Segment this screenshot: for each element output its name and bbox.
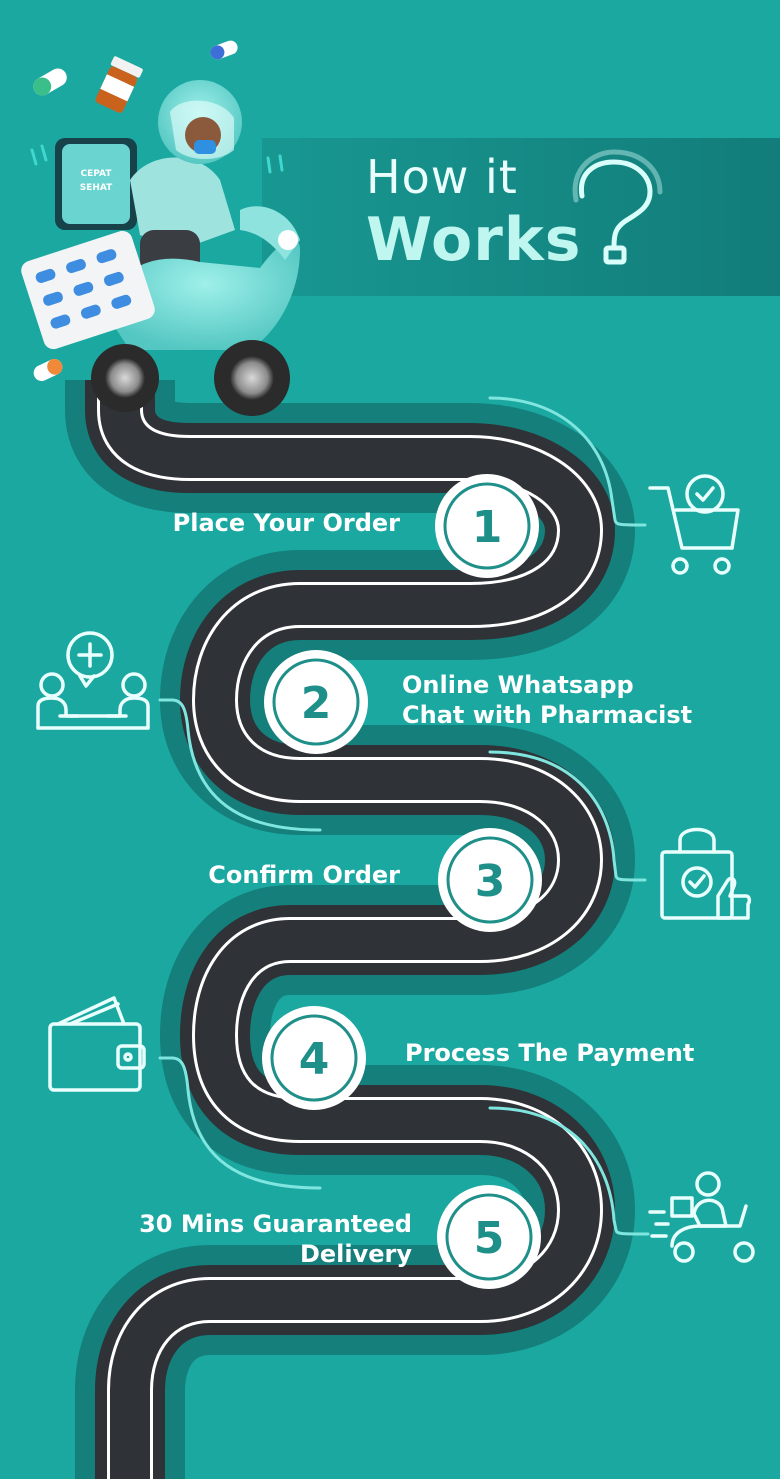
- title-line-2: Works: [366, 205, 582, 275]
- step-label-5: 30 Mins Guaranteed Delivery: [139, 1209, 412, 1269]
- step-badge-2: 2: [264, 650, 368, 754]
- step-label-3-line-1: Confirm Order: [208, 861, 400, 889]
- brand-text-1: CEPAT: [81, 169, 113, 179]
- step-badge-1: 1: [435, 474, 539, 578]
- step-number-4: 4: [299, 1034, 330, 1085]
- courier-scooter-illustration: CEPAT SEHAT: [21, 80, 300, 416]
- step-label-5-line-2: Delivery: [299, 1240, 412, 1268]
- connector-lines: [158, 396, 650, 1236]
- step-label-2-line-2: Chat with Pharmacist: [402, 701, 693, 729]
- wallet-icon: [48, 996, 146, 1092]
- step-label-4-line-1: Process The Payment: [405, 1039, 695, 1067]
- step-badge-3: 3: [438, 828, 542, 932]
- step-label-5-line-1: 30 Mins Guaranteed: [139, 1210, 412, 1238]
- brand-text-2: SEHAT: [80, 183, 113, 193]
- step-label-2: Online Whatsapp Chat with Pharmacist: [402, 670, 692, 730]
- step-number-5: 5: [474, 1213, 505, 1264]
- step-number-2: 2: [301, 678, 332, 729]
- title-banner: [262, 138, 780, 296]
- question-mark-icon: [572, 149, 663, 265]
- step-label-1: Place Your Order: [173, 508, 400, 538]
- step-label-4: Process The Payment: [405, 1038, 694, 1068]
- consultation-icon: [36, 631, 150, 730]
- step-badge-4: 4: [262, 1006, 366, 1110]
- capsule-icon: [33, 40, 238, 381]
- title-line-1: How it: [366, 150, 518, 204]
- step-label-1-line-1: Place Your Order: [172, 509, 400, 537]
- step-number-1: 1: [472, 502, 503, 553]
- cart-check-icon: [648, 474, 740, 575]
- pill-bottle-icon: [95, 56, 143, 113]
- road-inner: [100, 380, 600, 1479]
- delivery-scooter-icon: [648, 1171, 755, 1263]
- step-badge-5: 5: [437, 1185, 541, 1289]
- step-label-3: Confirm Order: [208, 860, 400, 890]
- step-number-3: 3: [475, 856, 506, 907]
- step-label-2-line-1: Online Whatsapp: [402, 671, 634, 699]
- shopping-bag-thumbs-up-icon: [660, 827, 752, 920]
